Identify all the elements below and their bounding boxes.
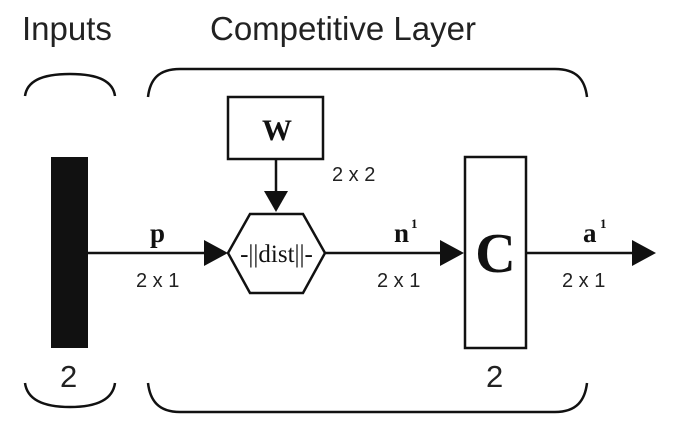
weight-box — [226, 95, 325, 161]
n-label: n — [394, 218, 409, 248]
weight-arrowhead — [264, 191, 288, 212]
competitive-layer-title: Competitive Layer — [210, 10, 476, 47]
competitive-box — [463, 155, 528, 350]
layer-bottom-bracket — [146, 382, 589, 414]
p-arrowhead — [204, 240, 228, 266]
a-label: a — [583, 218, 597, 248]
n-arrowhead — [440, 240, 464, 266]
weight-dimension: 2 x 2 — [332, 164, 375, 186]
neuron-count: 2 — [486, 359, 503, 394]
n-superscript: 1 — [411, 216, 418, 231]
input-count: 2 — [60, 359, 77, 394]
distance-hexagon — [226, 212, 327, 295]
n-dimension: 2 x 1 — [377, 270, 420, 292]
inputs-title: Inputs — [22, 10, 112, 47]
a-superscript: 1 — [600, 216, 607, 231]
weight-label: W — [262, 114, 292, 147]
layer-top-bracket — [146, 67, 589, 98]
inputs-bottom-bracket — [23, 382, 117, 409]
a-dimension: 2 x 1 — [562, 270, 605, 292]
input-vector-bar — [51, 157, 88, 348]
inputs-top-bracket — [23, 72, 117, 97]
p-dimension: 2 x 1 — [136, 270, 179, 292]
distance-label: -||dist||- — [240, 241, 313, 268]
a-arrowhead — [632, 240, 656, 266]
p-label: p — [150, 218, 165, 248]
competitive-label: C — [475, 223, 515, 285]
